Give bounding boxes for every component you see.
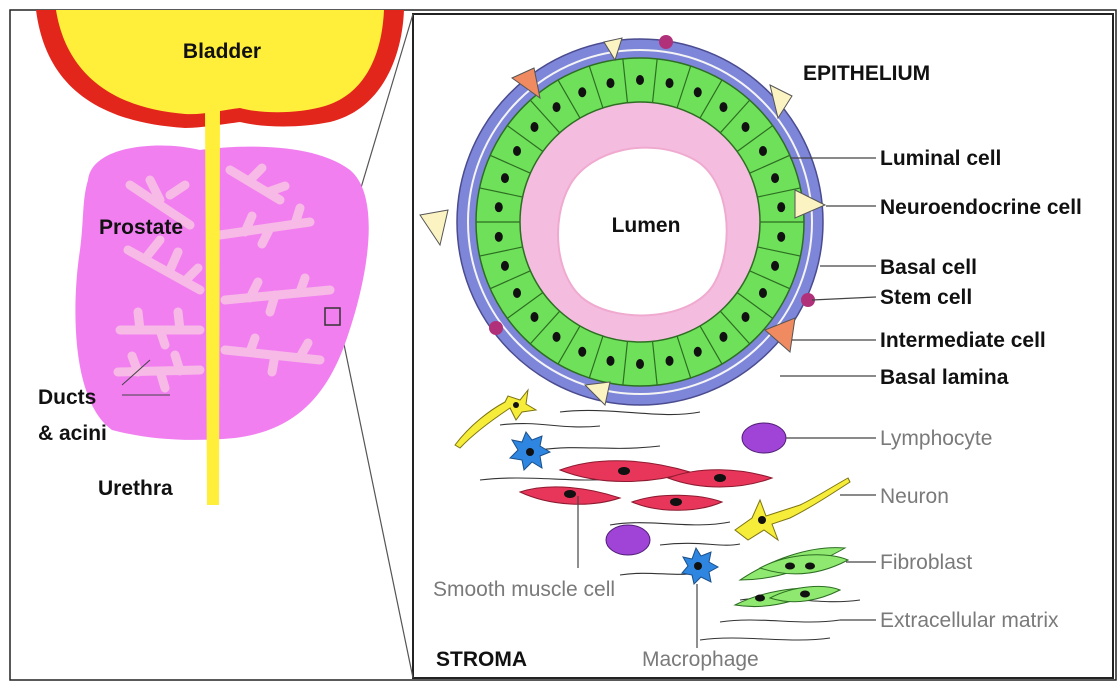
luminal-cell-nucleus [636,359,644,369]
luminal-cell-label: Luminal cell [880,147,1001,170]
luminal-cell-nucleus [553,332,561,342]
stem-cell [489,321,503,335]
lumen-label: Lumen [612,214,681,237]
bladder [36,10,404,128]
luminal-cell-nucleus [578,87,586,97]
ducts-label-line2: & acini [38,422,107,445]
luminal-cell-nucleus [530,122,538,132]
stem-cell [659,35,673,49]
luminal-cell-nucleus [666,356,674,366]
luminal-cell-nucleus [719,102,727,112]
extracellular-matrix-label: Extracellular matrix [880,609,1059,632]
luminal-cell-nucleus [742,312,750,322]
luminal-cell-nucleus [636,75,644,85]
ducts-label-line1: Ducts [38,386,96,409]
epithelium-label: EPITHELIUM [803,62,930,85]
luminal-cell-nucleus [666,78,674,88]
luminal-cell-nucleus [501,261,509,271]
basal-cell-label: Basal cell [880,256,977,279]
luminal-cell-nucleus [771,261,779,271]
luminal-cell-nucleus [606,78,614,88]
luminal-cell-nucleus [694,87,702,97]
luminal-cell-nucleus [578,347,586,357]
neuron-label: Neuron [880,485,949,508]
neuroendocrine-cell-label: Neuroendocrine cell [880,196,1082,219]
fibroblast-label: Fibroblast [880,551,972,574]
luminal-cell-nucleus [513,146,521,156]
stroma-label: STROMA [436,648,527,671]
zoom-line-bottom [340,325,413,678]
smooth-muscle-cell-label: Smooth muscle cell [433,578,615,601]
luminal-cell-nucleus [501,173,509,183]
luminal-cell-nucleus [495,202,503,212]
macrophage-label: Macrophage [642,648,759,671]
luminal-cell-nucleus [742,122,750,132]
prostate-label: Prostate [99,216,183,239]
luminal-cell-nucleus [530,312,538,322]
urethra [205,108,220,505]
luminal-cell-nucleus [553,102,561,112]
luminal-cell-nucleus [759,288,767,298]
luminal-cell-nucleus [513,288,521,298]
luminal-cell-nucleus [719,332,727,342]
lymphocyte [606,525,650,555]
luminal-cell-nucleus [771,173,779,183]
basal-lamina-label: Basal lamina [880,366,1009,389]
intermediate-cell-label: Intermediate cell [880,329,1046,352]
luminal-cell-nucleus [694,347,702,357]
bladder-label: Bladder [183,40,261,63]
stem-cell-label: Stem cell [880,286,972,309]
urethra-label: Urethra [98,477,173,500]
lymphocyte-label: Lymphocyte [880,427,992,450]
luminal-cell-nucleus [495,232,503,242]
luminal-cell-nucleus [606,356,614,366]
luminal-cell-nucleus [777,202,785,212]
luminal-cell-nucleus [759,146,767,156]
lymphocyte [742,423,786,453]
luminal-cell-nucleus [777,232,785,242]
